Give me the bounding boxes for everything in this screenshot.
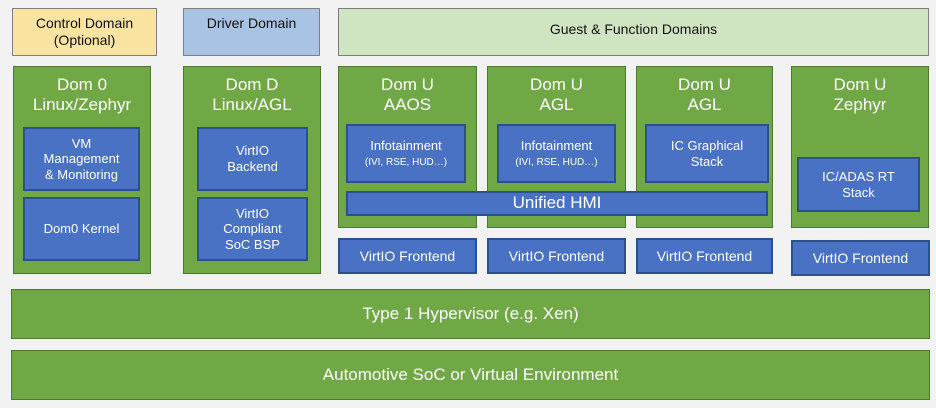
virtio-backend-box: VirtIO Backend	[197, 127, 308, 191]
ic-adas-rt-stack-box: IC/ADAS RT Stack	[797, 157, 920, 212]
infotainment-label: Infotainment	[520, 137, 593, 153]
hypervisor-label: Type 1 Hypervisor (e.g. Xen)	[362, 303, 579, 323]
virtio-bsp-line-2: Compliant	[223, 221, 282, 237]
vm-management-line-3: & Monitoring	[45, 166, 118, 182]
vm-management-line-1: VM	[71, 135, 92, 151]
virtio-bsp-line-1: VirtIO	[236, 205, 269, 221]
ic-graphical-line-2: Stack	[690, 153, 724, 169]
virtio-bsp-line-3: SoC BSP	[225, 236, 280, 252]
virtio-frontend-label: VirtIO Frontend	[812, 249, 909, 266]
domain-title-line-1: Dom 0	[56, 75, 108, 94]
domain-title-line-1: Dom D	[225, 75, 279, 94]
vm-management-box: VM Management & Monitoring	[23, 127, 140, 191]
virtio-frontend-zephyr: VirtIO Frontend	[791, 240, 930, 276]
virtio-frontend-agl-2: VirtIO Frontend	[636, 238, 773, 274]
virtio-frontend-label: VirtIO Frontend	[508, 247, 605, 264]
virtio-backend-line-2: Backend	[227, 159, 278, 174]
domain-title-line-2: AGL	[687, 95, 722, 115]
virtio-backend-line-1: VirtIO	[236, 143, 269, 159]
soc-layer: Automotive SoC or Virtual Environment	[11, 350, 930, 400]
dom0-kernel-label: Dom0 Kernel	[43, 221, 120, 237]
infotainment-sublabel: (IVI, RSE, HUD…)	[364, 157, 448, 169]
control-domain-header-line-2: (Optional)	[53, 31, 116, 48]
driver-domain-header: Driver Domain	[183, 8, 320, 56]
hypervisor-layer: Type 1 Hypervisor (e.g. Xen)	[11, 289, 930, 339]
unified-hmi-label: Unified HMI	[512, 193, 602, 213]
infotainment-sublabel: (IVI, RSE, HUD…)	[515, 157, 598, 169]
guest-domains-header-label: Guest & Function Domains	[549, 21, 718, 37]
domain-title-line-2: Linux/AGL	[212, 95, 292, 115]
virtio-frontend-agl-1: VirtIO Frontend	[487, 238, 626, 274]
virtio-frontend-aaos: VirtIO Frontend	[338, 238, 477, 274]
guest-domains-header: Guest & Function Domains	[338, 8, 929, 56]
domain-title-line-2: Linux/Zephyr	[32, 95, 132, 115]
control-domain-header-line-1: Control Domain	[35, 15, 134, 31]
infotainment-label: Infotainment	[370, 137, 442, 153]
domain-title-line-1: Dom U	[678, 75, 731, 94]
domain-title-line-2: AAOS	[383, 95, 432, 115]
dom0-kernel-box: Dom0 Kernel	[23, 197, 140, 261]
infotainment-aaos-box: Infotainment (IVI, RSE, HUD…)	[346, 124, 466, 183]
vm-management-line-2: Management	[43, 151, 120, 167]
domain-title-line-1: Dom U	[833, 75, 887, 94]
domain-title-line-1: Dom U	[530, 75, 583, 94]
driver-domain-header-label: Driver Domain	[206, 15, 297, 31]
virtio-frontend-label: VirtIO Frontend	[656, 247, 753, 264]
domain-title-line-2: Zephyr	[833, 95, 887, 115]
ic-adas-line-2: Stack	[842, 184, 875, 200]
virtio-bsp-box: VirtIO Compliant SoC BSP	[197, 197, 308, 261]
virtio-frontend-label: VirtIO Frontend	[359, 247, 456, 264]
domain-title-line-2: AGL	[539, 95, 574, 115]
control-domain-header: Control Domain (Optional)	[12, 8, 157, 56]
ic-adas-line-1: IC/ADAS RT	[822, 168, 895, 184]
unified-hmi-bar: Unified HMI	[346, 191, 768, 216]
ic-graphical-line-1: IC Graphical	[670, 137, 744, 153]
ic-graphical-stack-box: IC Graphical Stack	[645, 124, 769, 183]
domain-title-line-1: Dom U	[381, 75, 434, 94]
soc-label: Automotive SoC or Virtual Environment	[322, 364, 619, 384]
infotainment-agl-box: Infotainment (IVI, RSE, HUD…)	[497, 124, 616, 183]
